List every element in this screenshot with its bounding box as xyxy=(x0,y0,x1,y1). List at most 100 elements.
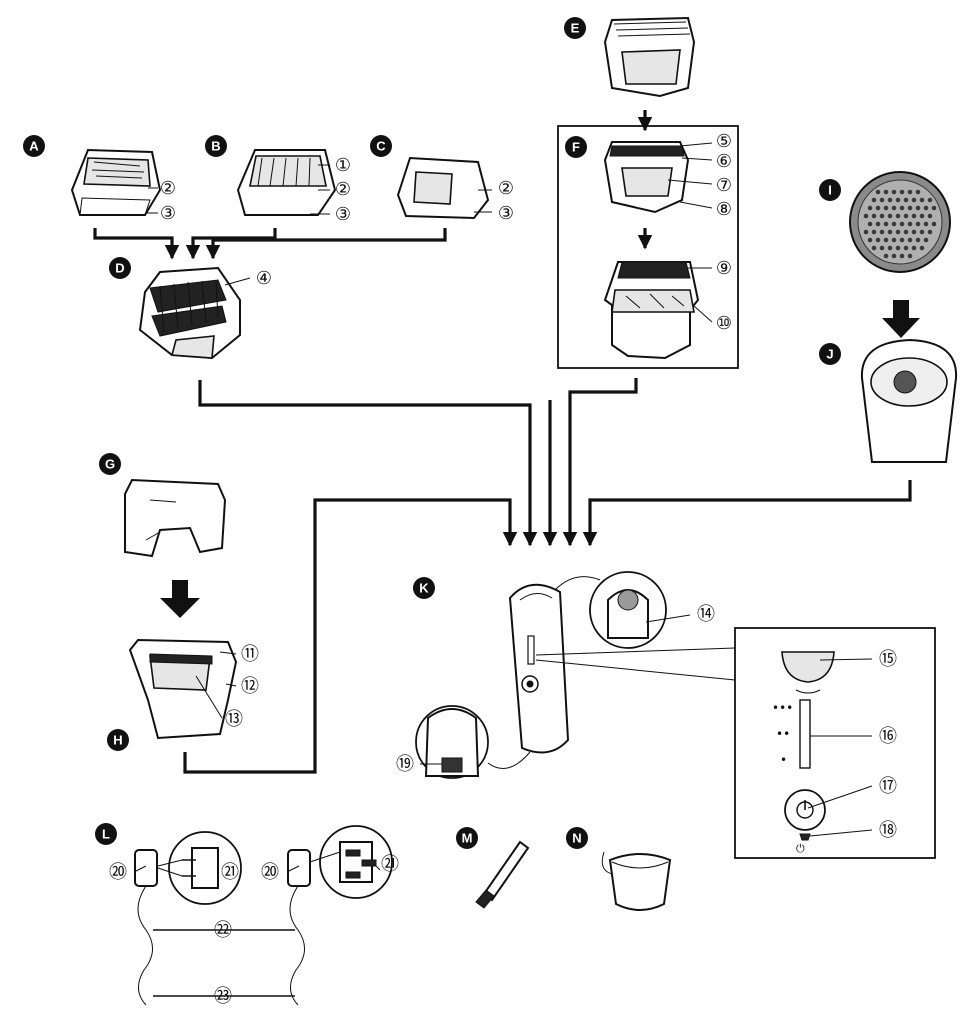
bristle xyxy=(883,189,889,195)
badge-a: A xyxy=(23,135,45,157)
bristle xyxy=(871,245,877,251)
callout-20-b: ⑳ xyxy=(261,862,279,883)
callout-14: ⑭ xyxy=(697,604,715,625)
bristle xyxy=(927,197,933,203)
bristle xyxy=(907,189,913,195)
bristle xyxy=(915,189,921,195)
badge-k: K xyxy=(413,577,435,599)
badge-f: F xyxy=(565,136,587,158)
bristle xyxy=(911,213,917,219)
bristle xyxy=(875,221,881,227)
badge-m: M xyxy=(456,827,478,849)
svg-text:J: J xyxy=(826,347,833,362)
bristle xyxy=(903,197,909,203)
badge-g: G xyxy=(99,453,121,475)
svg-text:I: I xyxy=(828,183,832,198)
bristle xyxy=(887,245,893,251)
svg-text:C: C xyxy=(376,139,386,154)
bristle xyxy=(883,253,889,259)
bristle xyxy=(911,245,917,251)
callout-6: ⑥ xyxy=(716,151,732,172)
svg-text:F: F xyxy=(572,140,580,155)
callout-22: ㉒ xyxy=(214,920,232,941)
part-e-cap xyxy=(603,16,696,98)
bristle xyxy=(915,237,921,243)
connector-j-to-k xyxy=(582,480,912,547)
bristle xyxy=(931,205,937,211)
part-a-cap xyxy=(70,148,162,216)
bristle xyxy=(887,213,893,219)
bristle xyxy=(903,229,909,235)
callout-21-b: ㉑ xyxy=(381,854,399,875)
badge-d: D xyxy=(109,257,131,279)
bristle xyxy=(923,221,929,227)
callout-10: ⑩ xyxy=(716,313,732,334)
bristle xyxy=(903,245,909,251)
bristle xyxy=(915,205,921,211)
callout-3-a: ③ xyxy=(160,203,176,224)
svg-text:•: • xyxy=(780,753,787,767)
bristle xyxy=(891,205,897,211)
part-j-brush-base xyxy=(860,338,958,463)
callout-1: ① xyxy=(335,155,351,176)
callout-11: ⑪ xyxy=(241,644,259,665)
connector-f-to-k xyxy=(542,378,638,547)
bristle xyxy=(871,197,877,203)
bristle xyxy=(899,253,905,259)
bristle xyxy=(911,197,917,203)
bristle xyxy=(883,205,889,211)
svg-text:B: B xyxy=(211,139,220,154)
bristle xyxy=(907,237,913,243)
badge-j: J xyxy=(819,343,841,365)
svg-text:G: G xyxy=(105,457,115,472)
badge-e: E xyxy=(564,17,586,39)
callout-leaders xyxy=(133,142,873,877)
callout-17: ⑰ xyxy=(879,776,897,797)
bristle xyxy=(927,229,933,235)
svg-text:K: K xyxy=(419,581,429,596)
svg-text:D: D xyxy=(115,261,124,276)
part-l-adapter-eu xyxy=(134,831,242,1006)
part-i-brush-pad xyxy=(849,171,951,273)
callout-3-b: ③ xyxy=(335,204,351,225)
callout-3-c: ③ xyxy=(498,203,514,224)
bristle xyxy=(867,237,873,243)
svg-text:E: E xyxy=(571,21,580,36)
controls-detail: ••• •• • ⏻ xyxy=(772,651,835,855)
zoom-detail-top xyxy=(589,571,667,649)
callout-19: ⑲ xyxy=(396,754,414,775)
bristle xyxy=(883,237,889,243)
bristle xyxy=(867,205,873,211)
bristle xyxy=(919,245,925,251)
bristle xyxy=(871,229,877,235)
callout-4: ④ xyxy=(256,268,272,289)
bristle xyxy=(895,229,901,235)
badge-c: C xyxy=(370,135,392,157)
bristle xyxy=(895,213,901,219)
bristle xyxy=(875,237,881,243)
callout-16: ⑯ xyxy=(879,726,897,747)
svg-text:N: N xyxy=(572,831,581,846)
bristle xyxy=(887,229,893,235)
bristle xyxy=(927,213,933,219)
part-l-adapter-uk xyxy=(287,825,393,1006)
bristle xyxy=(923,205,929,211)
svg-text:⏻: ⏻ xyxy=(796,842,805,855)
bristle xyxy=(891,189,897,195)
bristle xyxy=(931,221,937,227)
callout-7: ⑦ xyxy=(716,175,732,196)
bristle xyxy=(891,237,897,243)
bristle xyxy=(899,221,905,227)
callout-20-a: ⑳ xyxy=(109,862,127,883)
callout-2-b: ② xyxy=(335,179,351,200)
bristle xyxy=(875,205,881,211)
callout-2-c: ② xyxy=(498,178,514,199)
bristle xyxy=(915,221,921,227)
bristle xyxy=(883,221,889,227)
bristle xyxy=(907,253,913,259)
bristle xyxy=(919,197,925,203)
bristle xyxy=(879,197,885,203)
part-m-cleaning-brush xyxy=(475,840,530,909)
zoom-detail-base xyxy=(415,705,489,779)
